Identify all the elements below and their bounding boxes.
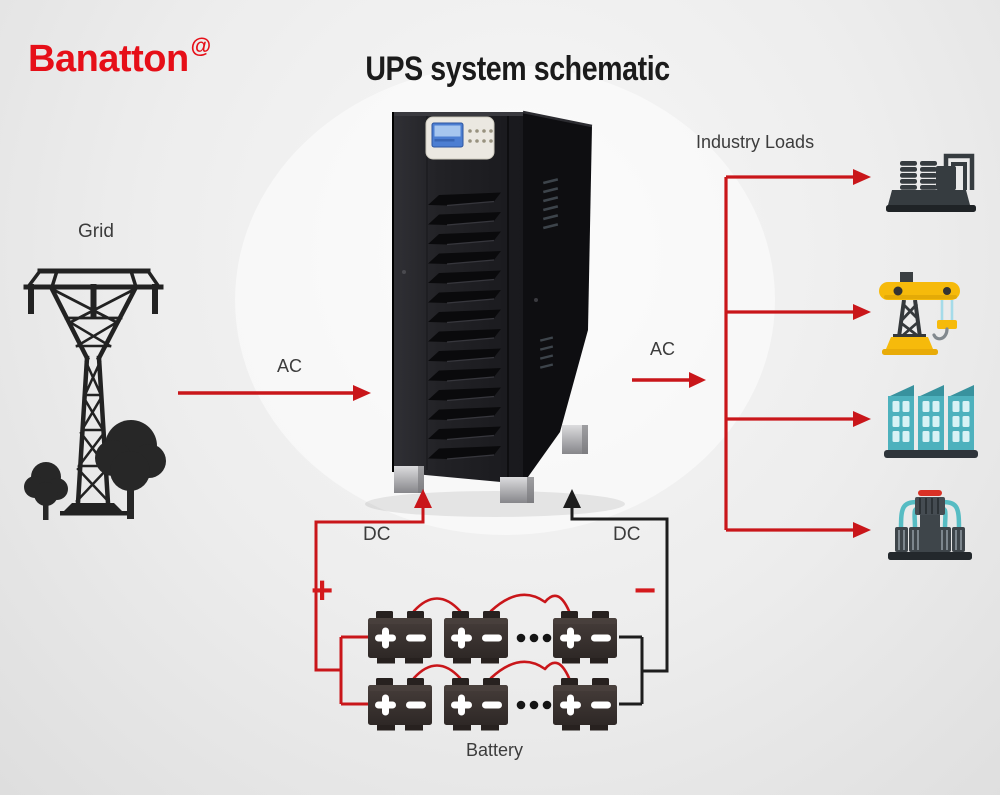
battery-cell-icon: [368, 678, 432, 731]
series-ellipsis-dots: [516, 633, 552, 710]
grid-tower-icon: [23, 268, 164, 516]
battery-cell-icon: [553, 678, 617, 731]
ups-feet: [394, 425, 588, 503]
ups-louver-vents: [427, 192, 503, 465]
processing-plant-icon: [888, 490, 972, 560]
ups-side-panel: [523, 112, 592, 484]
brand-name: Banatton: [28, 38, 189, 80]
factory-icon: [884, 385, 978, 458]
ac-input-label: AC: [277, 356, 303, 376]
ac-output-arrow: [632, 372, 706, 388]
ac-input-arrow: [178, 385, 371, 401]
brand-mark: @: [190, 35, 211, 59]
battery-negative-wire: [563, 489, 669, 706]
battery-bank: [368, 611, 617, 731]
panel-buttons: [468, 129, 493, 143]
dc-positive-label: DC: [363, 524, 391, 545]
dc-negative-label: DC: [613, 524, 641, 545]
page-title: UPS system schematic: [365, 50, 670, 88]
loads-distribution-lines: [724, 169, 871, 538]
battery-plus-sign: +: [311, 570, 334, 612]
tree-icon: [24, 462, 68, 520]
ups-control-panel: [425, 116, 495, 160]
grid-label: Grid: [78, 221, 114, 242]
ups-unit: [392, 110, 593, 503]
brand-logo: Banatton@: [28, 35, 211, 81]
battery-cell-icon: [444, 678, 508, 731]
battery-positive-wire: [314, 489, 432, 706]
industry-loads-label: Industry Loads: [696, 132, 815, 152]
ups-shadow: [365, 491, 625, 517]
refinery-icon: [886, 153, 976, 212]
battery-jumper-wires: [412, 593, 571, 680]
battery-cell-icon: [553, 611, 617, 664]
battery-cell-icon: [368, 611, 432, 664]
battery-cell-icon: [444, 611, 508, 664]
battery-minus-sign: −: [634, 570, 657, 612]
tree-icon: [95, 420, 166, 519]
ups-side-vents: [539, 178, 559, 369]
ac-output-label: AC: [650, 339, 676, 359]
battery-label: Battery: [466, 740, 524, 760]
construction-crane-icon: [879, 272, 960, 355]
